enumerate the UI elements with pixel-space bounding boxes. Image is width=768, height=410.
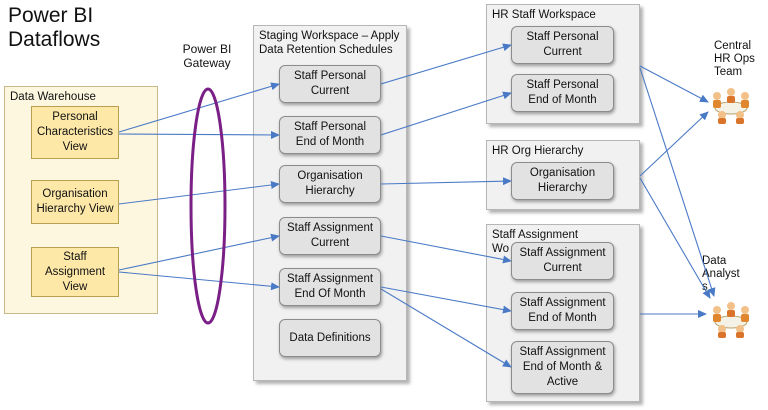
arrow-assign-to-sa-current: [118, 233, 280, 271]
staff-assignment-view[interactable]: Staff Assignment View: [31, 247, 119, 297]
staging-staff-personal-current[interactable]: Staff Personal Current: [279, 65, 381, 103]
hr-org-hierarchy-title: HR Org Hierarchy: [492, 145, 584, 157]
staging-staff-personal-end-of-month[interactable]: Staff Personal End of Month: [279, 116, 381, 154]
arrow-staging-sp-current-to-hr: [380, 43, 512, 85]
sa-staff-assignment-end-of-month-active[interactable]: Staff Assignment End of Month & Active: [511, 341, 614, 394]
data-analysts-label: Data Analyst s: [702, 255, 740, 293]
central-hr-ops-team-label: Central HR Ops Team: [714, 40, 755, 78]
hr-staff-workspace-title: HR Staff Workspace: [492, 9, 596, 21]
staging-organisation-hierarchy[interactable]: Organisation Hierarchy: [279, 165, 381, 203]
arrow-staging-org-to-hr-org: [380, 177, 512, 186]
meeting-people-icon: [713, 88, 749, 124]
hr-staff-personal-current[interactable]: Staff Personal Current: [511, 26, 614, 64]
diagram-title: Power BI Dataflows: [8, 4, 101, 51]
gateway-label: Power BI Gateway: [182, 42, 232, 70]
arrow-assign-to-sa-eom: [118, 271, 280, 291]
organisation-hierarchy-view[interactable]: Organisation Hierarchy View: [31, 180, 119, 224]
personal-characteristics-view[interactable]: Personal Characteristics View: [31, 106, 119, 159]
sa-staff-assignment-end-of-month[interactable]: Staff Assignment End of Month: [511, 292, 614, 330]
meeting-people-icon: [713, 302, 749, 338]
gateway-ellipse: [189, 87, 227, 325]
arrow-staging-sa-eom-to-sa-active: [380, 288, 512, 368]
arrow-hr-staff-to-ops: [639, 65, 709, 103]
arrow-hr-org-to-analysts: [639, 177, 711, 299]
arrow-staging-sa-eom-to-sa-eom: [380, 286, 512, 314]
arrow-hr-staff-to-analysts: [639, 67, 716, 297]
arrow-staging-sa-current-to-sa: [380, 235, 512, 264]
arrow-staging-sp-eom-to-hr: [380, 91, 512, 136]
arrow-org-to-staging-org: [118, 181, 280, 205]
hr-staff-personal-end-of-month[interactable]: Staff Personal End of Month: [511, 74, 614, 112]
staging-staff-assignment-end-of-month[interactable]: Staff Assignment End Of Month: [279, 268, 381, 306]
staging-staff-assignment-current[interactable]: Staff Assignment Current: [279, 217, 381, 255]
hr-organisation-hierarchy[interactable]: Organisation Hierarchy: [511, 162, 614, 200]
staging-data-definitions[interactable]: Data Definitions: [279, 319, 381, 357]
staff-assignment-workspace-title: Staff Assignment Wo: [492, 229, 579, 255]
staging-workspace-title: Staging Workspace – Apply Data Retention…: [259, 30, 400, 56]
data-warehouse-title: Data Warehouse: [10, 91, 96, 103]
arrow-hr-org-to-ops: [639, 111, 709, 177]
arrow-personal-to-sp-eom: [118, 130, 280, 139]
